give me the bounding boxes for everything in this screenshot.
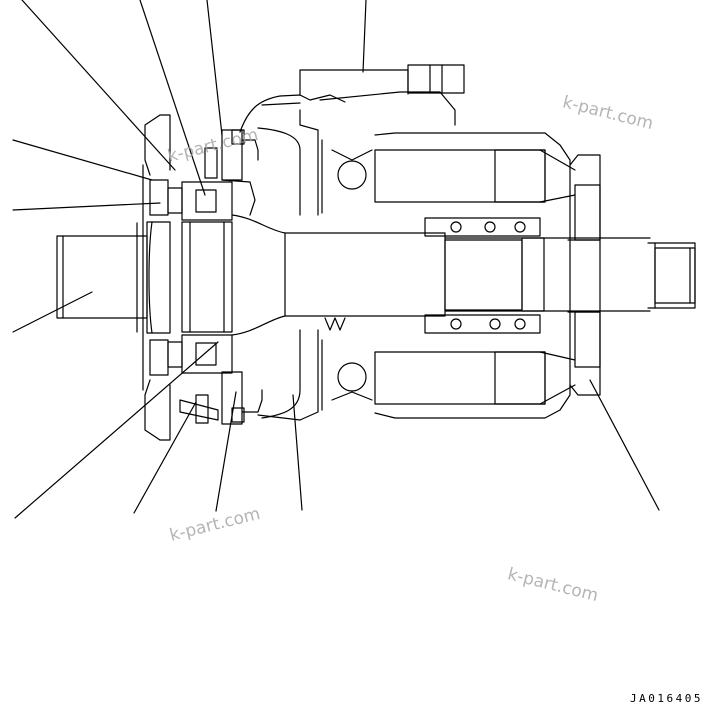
front-flange	[136, 114, 171, 441]
center-spring	[324, 217, 541, 334]
leader-line-6	[12, 202, 161, 211]
main-shaft	[231, 214, 651, 336]
output-shaft	[647, 242, 696, 309]
leader-line-2	[139, 0, 206, 196]
end-cover	[567, 154, 601, 396]
leader-line-9	[133, 401, 197, 514]
leader-line-4	[362, 0, 367, 73]
cylinder-block	[321, 132, 576, 419]
leader-line-8	[14, 341, 219, 519]
leader-line-10	[215, 391, 237, 512]
leader-line-12	[589, 379, 660, 511]
leader-line-5	[12, 139, 153, 181]
leader-line-3	[206, 0, 223, 136]
top-bolts	[204, 129, 259, 216]
center-housing	[239, 64, 465, 421]
input-shaft	[56, 221, 171, 334]
bottom-bolts	[179, 371, 263, 425]
leader-lines	[12, 0, 660, 519]
drawing-code-label: JA016405	[630, 692, 703, 705]
leader-line-11	[292, 394, 303, 511]
front-bearing	[149, 179, 233, 376]
leader-line-1	[21, 0, 176, 171]
leader-line-7	[12, 291, 93, 333]
